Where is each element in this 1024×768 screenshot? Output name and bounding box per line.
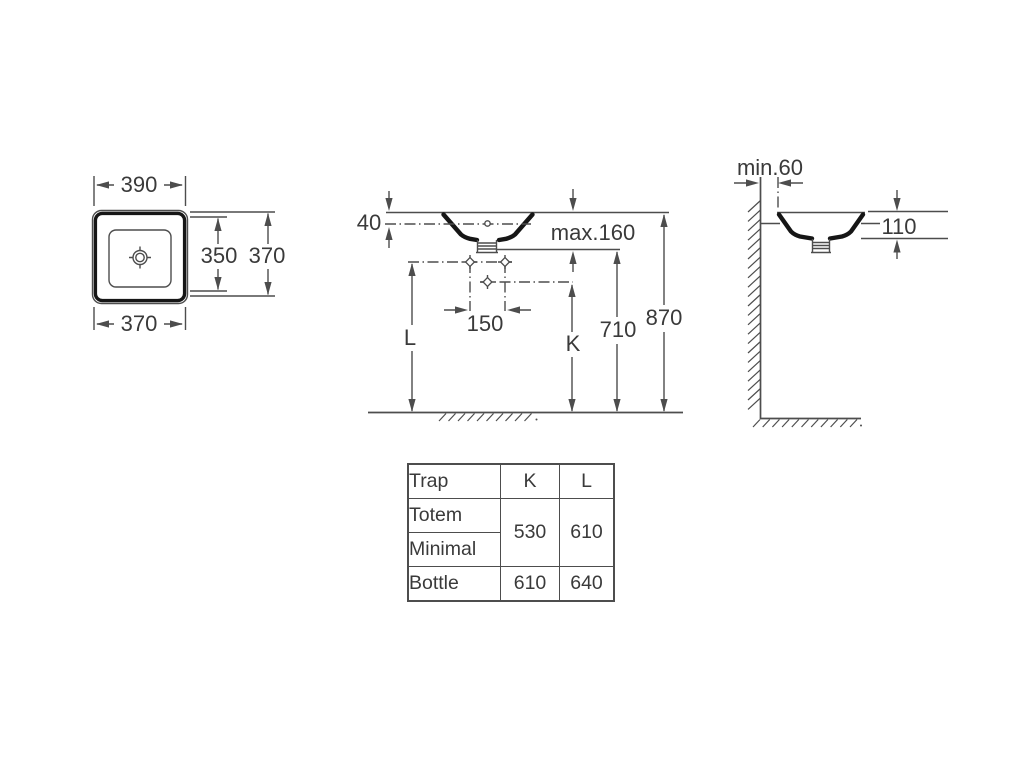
- hole-marker-icon: [498, 255, 512, 269]
- trap-dimensions-table: Trap K L Totem 530 610 Minimal Bottle 61…: [407, 463, 615, 602]
- arrow-up-icon: [613, 251, 621, 264]
- table-row: Minimal: [407, 532, 614, 567]
- dim-counter-max: [497, 189, 669, 272]
- arrow-down-icon: [264, 282, 272, 295]
- hole-position-centerlines: [408, 255, 573, 311]
- dim-plan-bottom-width: [93, 307, 187, 330]
- dim-outlet-height: [613, 251, 621, 412]
- plan-inner-height-label: 350: [201, 243, 238, 268]
- arrow-up-icon: [264, 213, 272, 226]
- wall-clearance-label: min.60: [737, 155, 803, 180]
- plan-view: 390 350 370 370: [91, 172, 286, 336]
- trap-bottle: Bottle: [407, 566, 501, 602]
- arrow-right-icon: [170, 181, 183, 189]
- arrow-left-icon: [96, 320, 109, 328]
- arrow-right-icon: [746, 179, 759, 187]
- arrow-up-icon: [893, 239, 901, 253]
- arrow-left-icon: [96, 181, 109, 189]
- arrow-up-icon: [568, 284, 576, 297]
- basin-outer-edge: [91, 209, 189, 305]
- arrow-down-icon: [569, 198, 577, 211]
- faucet-hole-icon: [484, 220, 491, 227]
- outlet-height-label: 710: [600, 317, 637, 342]
- dim-basin-height: [861, 190, 948, 259]
- table-header-row: Trap K L: [407, 463, 615, 499]
- plan-top-width-label: 390: [121, 172, 158, 197]
- dim-rim-height: [660, 214, 668, 412]
- totem-minimal-k-value: 530: [500, 498, 560, 567]
- arrow-up-icon: [408, 263, 416, 276]
- arrow-down-icon: [613, 399, 621, 412]
- arrow-up-icon: [385, 227, 393, 240]
- bottle-k-value: 610: [500, 566, 560, 602]
- arrow-right-icon: [170, 320, 183, 328]
- arrow-down-icon: [408, 399, 416, 412]
- arrow-left-icon: [778, 179, 791, 187]
- basin-height-label: 110: [881, 214, 916, 239]
- wall-hatching: [747, 200, 761, 410]
- hole-spacing-label: 150: [467, 311, 504, 336]
- trap-minimal: Minimal: [407, 532, 501, 567]
- table-row: Bottle 610 640: [407, 566, 615, 602]
- hatch-end-dot: [860, 424, 862, 427]
- dim-k-label: K: [566, 331, 581, 356]
- rim-height-label: 870: [646, 305, 683, 330]
- dim-k: [568, 284, 576, 412]
- plan-bottom-width-label: 370: [121, 311, 158, 336]
- front-view: 40 max.160: [357, 189, 683, 422]
- dim-rim-to-hole: [385, 191, 441, 248]
- arrow-down-icon: [385, 198, 393, 211]
- header-trap: Trap: [407, 463, 501, 499]
- basin-right-wall: [827, 212, 866, 241]
- dim-plan-heights: [190, 211, 275, 297]
- basin-front-section: [385, 211, 535, 254]
- basin-right-wall: [496, 212, 535, 243]
- arrow-up-icon: [569, 251, 577, 264]
- arrow-down-icon: [893, 198, 901, 211]
- arrow-up-icon: [660, 214, 668, 227]
- arrow-left-icon: [507, 306, 520, 314]
- drain-icon: [129, 246, 151, 269]
- trap-totem: Totem: [407, 498, 501, 533]
- dim-plan-top-width: [93, 176, 187, 206]
- drain-tailpiece: [811, 239, 831, 254]
- arrow-right-icon: [455, 306, 468, 314]
- basin-inner-bowl: [108, 229, 172, 288]
- rim-to-hole-label: 40: [357, 210, 381, 235]
- arrow-up-icon: [214, 218, 222, 231]
- side-view: min.60 110: [734, 155, 948, 428]
- basin-side-section: [761, 211, 880, 254]
- counter-max-label: max.160: [551, 220, 635, 245]
- totem-minimal-l-value: 610: [559, 498, 615, 567]
- plan-outer-height-label: 370: [249, 243, 286, 268]
- drain-tailpiece: [476, 240, 498, 254]
- dim-wall-clearance: [734, 177, 803, 211]
- arrow-down-icon: [214, 277, 222, 290]
- header-l: L: [559, 463, 615, 499]
- arrow-down-icon: [568, 399, 576, 412]
- dim-l-label: L: [404, 325, 416, 350]
- hatch-end-dot: [535, 418, 538, 421]
- bottle-l-value: 640: [559, 566, 615, 602]
- hole-marker-icon: [480, 275, 495, 289]
- dim-hole-spacing: [444, 306, 531, 314]
- arrow-down-icon: [660, 399, 668, 412]
- dim-l: [408, 263, 416, 412]
- header-k: K: [500, 463, 560, 499]
- hole-marker-icon: [463, 255, 477, 269]
- floor-hatching: [438, 413, 532, 422]
- floor-hatching: [752, 419, 858, 428]
- table-row: Totem 530 610: [407, 498, 615, 567]
- basin-rim-wall: [93, 211, 187, 303]
- basin-left-wall: [441, 212, 480, 243]
- basin-left-wall: [776, 212, 815, 241]
